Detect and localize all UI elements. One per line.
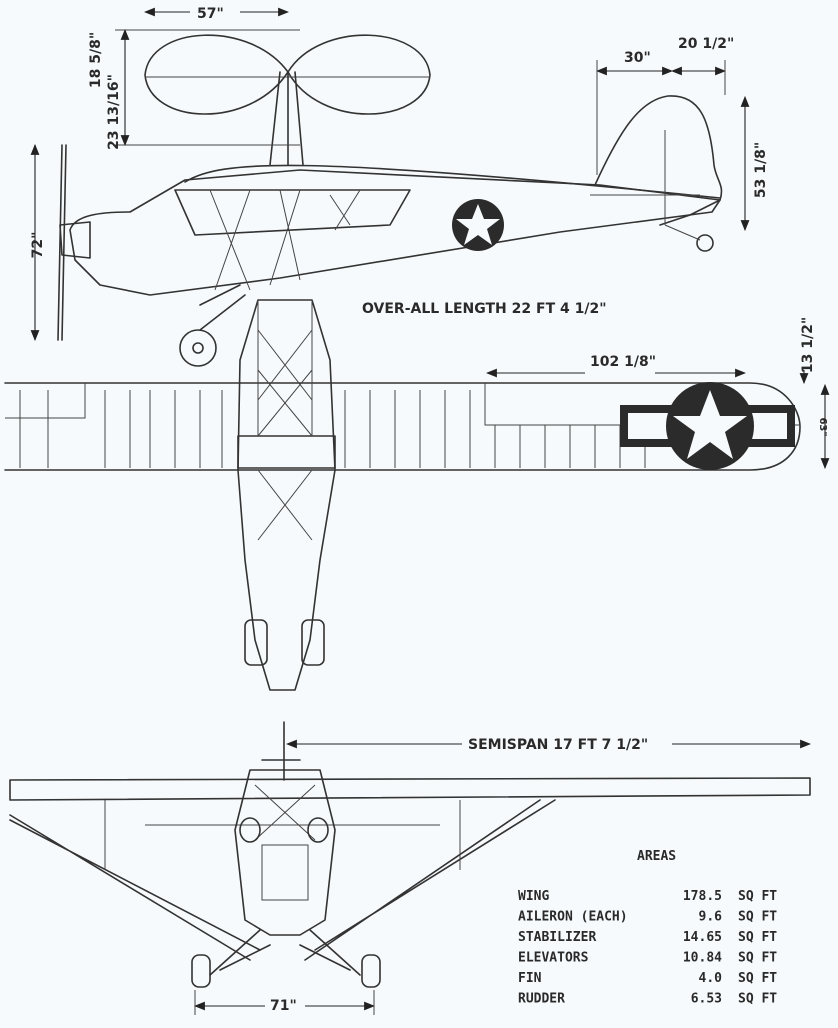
area-row-unit: SQ FT [738, 889, 777, 904]
dim-stab-lower: 23 13/16" [106, 74, 122, 150]
dim-tail-height: 53 1/8" [753, 142, 769, 198]
area-row-value: 10.84 [683, 951, 722, 966]
dim-chord: 63" [817, 417, 828, 436]
dim-tip-offset: 13 1/2" [800, 317, 816, 373]
dim-tread: 71" [270, 998, 297, 1014]
dim-aileron: 102 1/8" [590, 354, 656, 370]
area-row-value: 14.65 [683, 930, 722, 945]
front-view-dimensions: SEMISPAN 17 FT 7 1/2" 71" [193, 725, 812, 1015]
wing-ribs [19, 390, 646, 468]
fuselage [69, 169, 721, 296]
areas-table: AREAS WING 178.5 SQ FT AILERON (EACH) 9.6 SQ … [518, 849, 777, 1007]
propeller [57, 144, 67, 341]
side-view [57, 34, 723, 367]
areas-title: AREAS [637, 849, 676, 864]
star-insignia-side [452, 199, 504, 251]
fin-rudder [594, 95, 723, 226]
dim-prop-diameter: 72" [30, 232, 46, 259]
area-row-unit: SQ FT [738, 930, 777, 945]
area-row-name: AILERON (EACH) [518, 910, 628, 925]
stabilizer-planform [144, 34, 431, 166]
left-wheel [191, 954, 211, 988]
top-view-dimensions: 102 1/8" 13 1/2" 63" [485, 317, 830, 470]
area-row-unit: SQ FT [738, 910, 777, 925]
area-row-unit: SQ FT [738, 951, 777, 966]
overall-length-label: OVER-ALL LENGTH 22 FT 4 1/2" [362, 301, 607, 317]
wing-front [9, 777, 811, 801]
area-row-unit: SQ FT [738, 992, 777, 1007]
wing-planform [4, 382, 801, 471]
area-row-value: 4.0 [699, 971, 723, 986]
main-wheel [179, 329, 217, 367]
tail-wheel [696, 234, 714, 252]
area-row-name: FIN [518, 971, 542, 986]
dim-stab-upper: 18 5/8" [88, 32, 104, 88]
area-row-name: WING [518, 889, 549, 904]
right-wheel [361, 954, 381, 988]
side-view-dimensions: 57" 18 5/8" 23 13/16" 30" 20 1/2" 53 1/8… [30, 2, 769, 342]
fuselage-front [234, 769, 336, 936]
wing-struts [9, 799, 556, 961]
star-insignia-top [620, 382, 795, 470]
front-view [9, 721, 811, 988]
area-row-unit: SQ FT [738, 971, 777, 986]
dim-tail-20: 20 1/2" [678, 36, 734, 52]
area-row-name: RUDDER [518, 992, 565, 1007]
top-view [4, 299, 801, 691]
area-row-name: ELEVATORS [518, 951, 589, 966]
area-row-value: 9.6 [699, 910, 723, 925]
dim-prop-57: 57" [197, 6, 224, 22]
area-row-name: STABILIZER [518, 930, 596, 945]
area-row-value: 178.5 [683, 889, 722, 904]
dim-semispan: SEMISPAN 17 FT 7 1/2" [468, 737, 648, 753]
fuselage-top [237, 299, 336, 691]
dim-tail-30: 30" [624, 50, 651, 66]
area-row-value: 6.53 [691, 992, 722, 1007]
